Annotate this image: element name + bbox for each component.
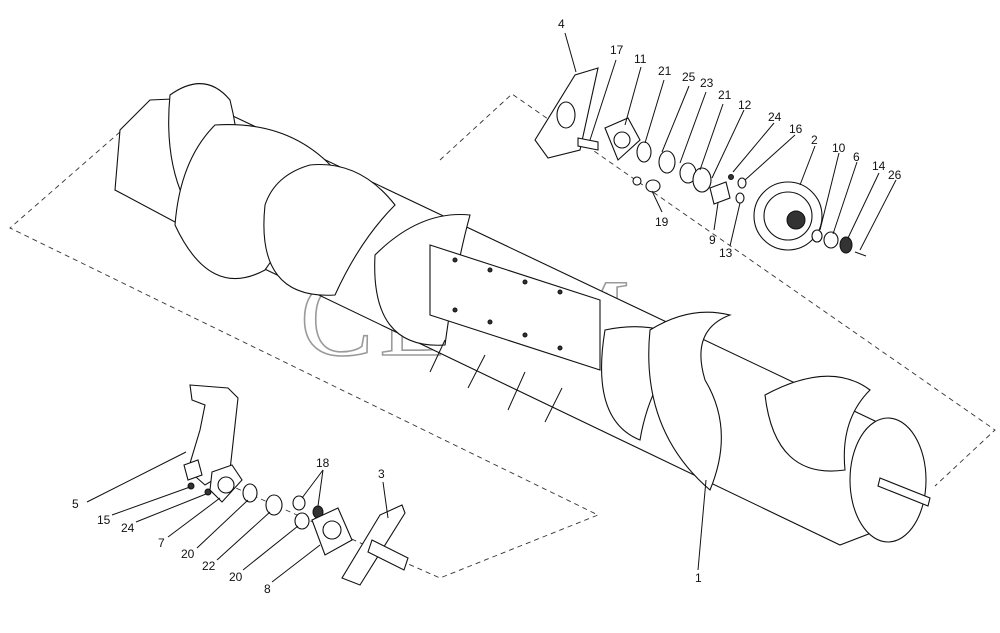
label-6: 6	[853, 150, 860, 164]
washer-19-a	[632, 176, 642, 186]
part-labels: 4 17 11 21 25 23 21 12 24 16 2 10 6 14 2…	[72, 17, 902, 596]
label-20-b: 20	[229, 570, 243, 584]
label-24-top: 24	[768, 110, 782, 124]
label-9: 9	[709, 233, 716, 247]
bearing-25	[658, 150, 676, 174]
flight-3	[263, 163, 396, 296]
sleeve-9	[709, 181, 731, 205]
stub-shaft-3	[367, 539, 409, 571]
washer-20-c	[294, 512, 310, 530]
label-20-a: 20	[181, 547, 195, 561]
cotter-pin-26	[854, 251, 867, 257]
auger-drum	[114, 83, 931, 546]
ring-21-a	[636, 141, 652, 163]
ring-20-a	[242, 483, 258, 503]
label-12: 12	[738, 98, 752, 112]
label-21-right: 21	[718, 88, 732, 102]
grease-fitting-24-left	[204, 488, 212, 496]
label-16: 16	[789, 122, 803, 136]
flight-6	[648, 311, 732, 491]
plate-bolts	[452, 257, 563, 351]
pin-16	[737, 177, 747, 189]
label-7: 7	[158, 536, 165, 550]
label-15: 15	[97, 513, 111, 527]
label-1: 1	[695, 571, 702, 585]
label-21-top: 21	[658, 64, 672, 78]
bolt-15	[187, 482, 195, 490]
label-22: 22	[202, 559, 216, 573]
label-23: 23	[700, 76, 714, 90]
label-10: 10	[832, 141, 846, 155]
drum-end-cap	[849, 417, 927, 543]
ring-13	[735, 192, 745, 204]
pin-17	[577, 137, 599, 151]
label-25: 25	[682, 70, 696, 84]
label-4: 4	[558, 17, 565, 31]
bearing-7-bore	[217, 476, 235, 494]
bearing-11-bore	[613, 131, 631, 149]
sprocket-bore	[786, 210, 806, 230]
label-24-left: 24	[121, 521, 135, 535]
label-18: 18	[316, 456, 330, 470]
washer-10	[811, 229, 823, 243]
ring-21-b	[692, 167, 712, 193]
left-side-parts	[183, 384, 409, 586]
drive-side-parts	[534, 67, 867, 257]
label-14: 14	[872, 159, 886, 173]
label-26: 26	[888, 168, 902, 182]
label-2: 2	[811, 133, 818, 147]
label-11: 11	[634, 52, 647, 66]
bearing-8-bore	[322, 520, 342, 540]
flight-7	[764, 375, 871, 472]
splined-shaft-end	[877, 477, 931, 507]
side-plate-hole	[556, 101, 576, 129]
label-8: 8	[264, 582, 271, 596]
bearing-22	[265, 494, 283, 516]
washer-6	[823, 231, 839, 249]
label-13: 13	[719, 246, 733, 260]
retractable-fingers	[429, 339, 563, 423]
finger-plate	[429, 244, 601, 371]
label-5: 5	[72, 497, 79, 511]
grease-fitting-24	[728, 174, 734, 180]
nut-19-b	[645, 179, 661, 193]
leader-lines	[86, 32, 897, 583]
label-3: 3	[378, 467, 385, 481]
label-17: 17	[610, 43, 624, 57]
assembly-dashed-outlines	[9, 93, 996, 579]
label-19: 19	[655, 215, 669, 229]
nut-14	[839, 236, 853, 254]
ring-20-b	[292, 495, 306, 511]
bracket-5-foot	[183, 459, 203, 481]
